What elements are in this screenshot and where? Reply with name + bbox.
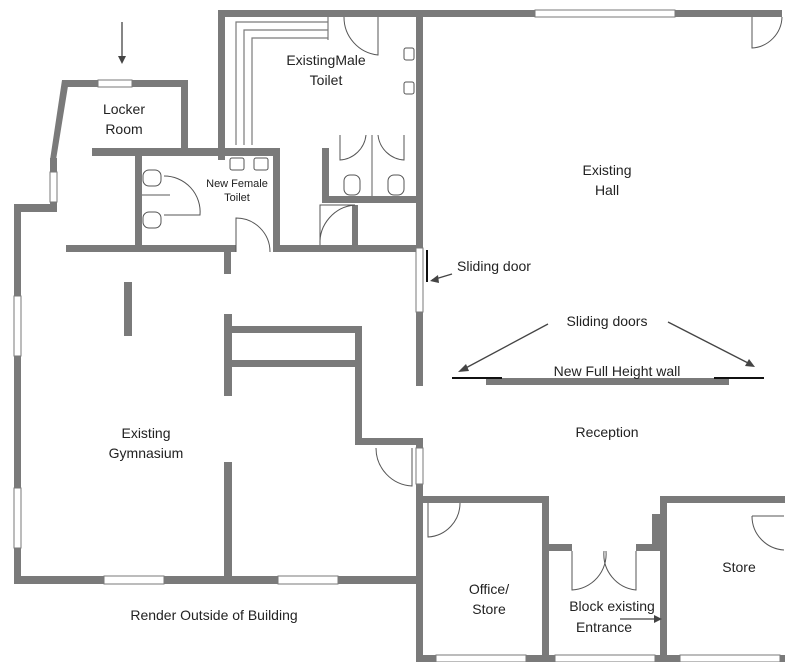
sliding-door-label: Sliding door <box>457 258 531 274</box>
male-toilet-label-2: Toilet <box>310 72 343 88</box>
locker-room-label-1: Locker <box>103 101 145 117</box>
block-entrance-label-1: Block existing <box>569 598 655 614</box>
sliding-doors-label: Sliding doors <box>567 313 648 329</box>
office-label-1: Office/ <box>469 581 509 597</box>
store-label: Store <box>722 559 756 575</box>
hall-label-2: Hall <box>595 182 619 198</box>
female-toilet-label-1: New Female <box>206 178 268 190</box>
windows <box>13 9 781 662</box>
annotation-arrows <box>118 22 755 623</box>
hall-label-1: Existing <box>582 162 631 178</box>
pipes <box>235 10 329 145</box>
fixtures <box>142 47 415 229</box>
gym-label-1: Existing <box>121 425 170 441</box>
female-toilet-label-2: Toilet <box>224 192 250 204</box>
block-entrance-label-2: Entrance <box>576 619 632 635</box>
doors <box>163 16 785 591</box>
render-outside-label: Render Outside of Building <box>130 607 297 623</box>
office-label-2: Store <box>472 601 506 617</box>
gym-label-2: Gymnasium <box>109 445 184 461</box>
locker-room-label-2: Room <box>105 121 142 137</box>
room-labels: Locker Room ExistingMale Toilet New Fema… <box>103 52 756 635</box>
sliding-doors <box>426 250 764 379</box>
male-toilet-label-1: ExistingMale <box>286 52 366 68</box>
reception-label: Reception <box>575 424 638 440</box>
new-wall-label: New Full Height wall <box>554 363 681 379</box>
